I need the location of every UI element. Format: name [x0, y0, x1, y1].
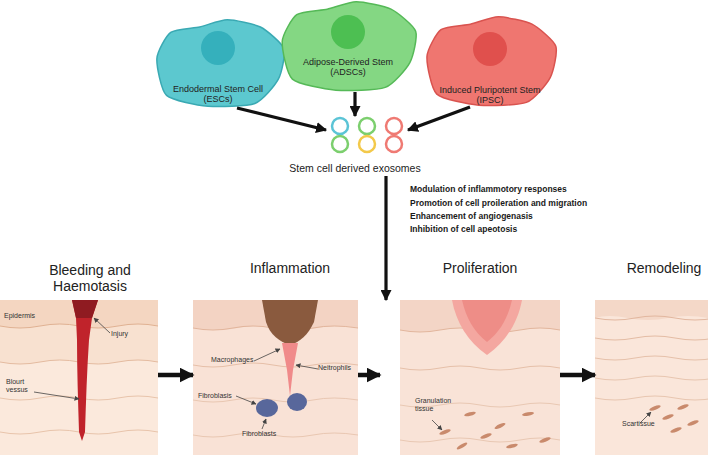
granulation-fiber — [506, 443, 519, 450]
skin-panel — [0, 300, 158, 455]
scar-fiber — [649, 404, 662, 411]
node-label: Adipose-Derived Stem (ADSCs) — [298, 57, 398, 78]
layer-line — [595, 376, 708, 380]
blood-vessel — [72, 300, 98, 441]
part-label: Injury — [111, 330, 151, 338]
stem-cell: Induced Pluripotent Stem (IPSC) — [420, 15, 560, 107]
flow-arrow — [158, 373, 193, 378]
scar-fiber — [677, 403, 690, 410]
part-label: Granulation tissue — [415, 397, 465, 413]
cell-body — [157, 20, 284, 107]
part-label: Macrophages — [211, 356, 271, 364]
effect-note: Promotion of cell proileration and migra… — [410, 199, 587, 209]
node-label: Induced Pluripotent Stem (IPSC) — [434, 85, 546, 106]
exosome-cluster: Stem cell derived exosomes — [326, 116, 408, 176]
stem-cell: Endodermal Stem Cell (ESCs) — [150, 18, 288, 108]
leader-line — [236, 396, 256, 404]
skin-panel — [400, 300, 560, 455]
granulation-fiber — [439, 428, 452, 435]
granulation-fiber — [456, 441, 468, 450]
stage-title: Inflammation — [230, 260, 350, 276]
exosome-vesicle — [359, 136, 375, 152]
effect-note: Modulation of inflammotory responses — [410, 185, 567, 195]
part-label: Epidermis — [4, 312, 54, 320]
node-label: Endodermal Stem Cell (ESCs) — [169, 84, 267, 105]
leader-line — [94, 318, 110, 333]
fibroblast-cell — [287, 393, 307, 411]
flow-arrow — [353, 92, 356, 116]
layer-line — [400, 438, 560, 442]
skin-panel — [595, 300, 708, 455]
layer-line — [595, 396, 708, 400]
cell-nucleus — [331, 15, 365, 49]
layer-line — [595, 336, 708, 340]
cell-nucleus — [473, 32, 507, 66]
healing-stage-panel: ProliferationGranulation tissue — [380, 300, 560, 455]
stage-title: Bleeding and Haemotasis — [35, 262, 145, 294]
healing-wound — [452, 300, 522, 355]
flow-arrow — [237, 108, 326, 130]
healing-wound-core — [462, 300, 512, 342]
scar-fiber — [670, 426, 683, 433]
skin-background — [400, 300, 560, 455]
stage-title: Proliferation — [420, 260, 540, 276]
cell-body — [427, 17, 556, 106]
node-label: Stem cell derived exosomes — [266, 162, 444, 174]
flow-arrow — [408, 107, 470, 130]
layer-line — [400, 366, 560, 370]
scab — [262, 300, 318, 345]
leader-line — [34, 392, 79, 399]
part-label: Scartissue — [622, 420, 672, 428]
flow-arrow — [560, 373, 595, 378]
leader-line — [254, 349, 280, 361]
effect-note: Enhancement of angiogenasis — [410, 212, 533, 222]
part-label: Fibroblasis — [198, 392, 248, 400]
scar-fiber — [687, 419, 700, 426]
layer-line — [595, 356, 708, 360]
skin-background — [595, 300, 708, 455]
healing-stage-panel: RemodelingScartissue — [595, 300, 708, 455]
scar-fiber — [662, 413, 675, 420]
part-label: Fibroblasts — [242, 430, 292, 438]
effect-note: Inhibition of cell apeotosis — [410, 225, 517, 235]
leader-line — [432, 420, 442, 430]
healing-stage-panel: Bleeding and HaemotasisEpidermisInjuryBl… — [0, 300, 158, 455]
cell-nucleus — [201, 31, 235, 65]
granulation-fiber — [480, 432, 493, 439]
leader-line — [262, 419, 266, 429]
fibroblast-cell — [256, 399, 278, 417]
skin-panel — [193, 300, 358, 455]
layer-line — [595, 316, 708, 320]
exosome-vesicle — [332, 136, 348, 152]
cell-body — [282, 2, 416, 91]
part-label: Blourt vessus — [6, 378, 34, 394]
stage-title: Remodeling — [614, 260, 708, 276]
wound-channel — [282, 343, 298, 396]
granulation-fiber — [539, 436, 552, 443]
part-label: Neitrophils — [318, 364, 368, 372]
cell-outline — [275, 0, 420, 92]
leader-line — [296, 365, 318, 369]
granulation-fiber — [522, 411, 534, 417]
skin-background — [193, 300, 358, 455]
flow-arrow — [358, 373, 380, 378]
exosome-vesicle — [359, 118, 375, 134]
exosome-vesicle — [386, 118, 402, 134]
epidermis-layer — [595, 300, 708, 320]
flow-arrow — [384, 176, 387, 300]
granulation-fiber — [494, 422, 506, 430]
healing-stage-panel: InflammationMacrophagesNeitrophilsFibrob… — [193, 300, 358, 455]
skin-background — [0, 300, 158, 455]
exosome-vesicle — [386, 136, 402, 152]
wound-opening — [72, 300, 98, 318]
exosome-vesicle — [332, 118, 348, 134]
stem-cell: Adipose-Derived Stem (ADSCs) — [275, 0, 420, 92]
granulation-fiber — [464, 411, 477, 418]
